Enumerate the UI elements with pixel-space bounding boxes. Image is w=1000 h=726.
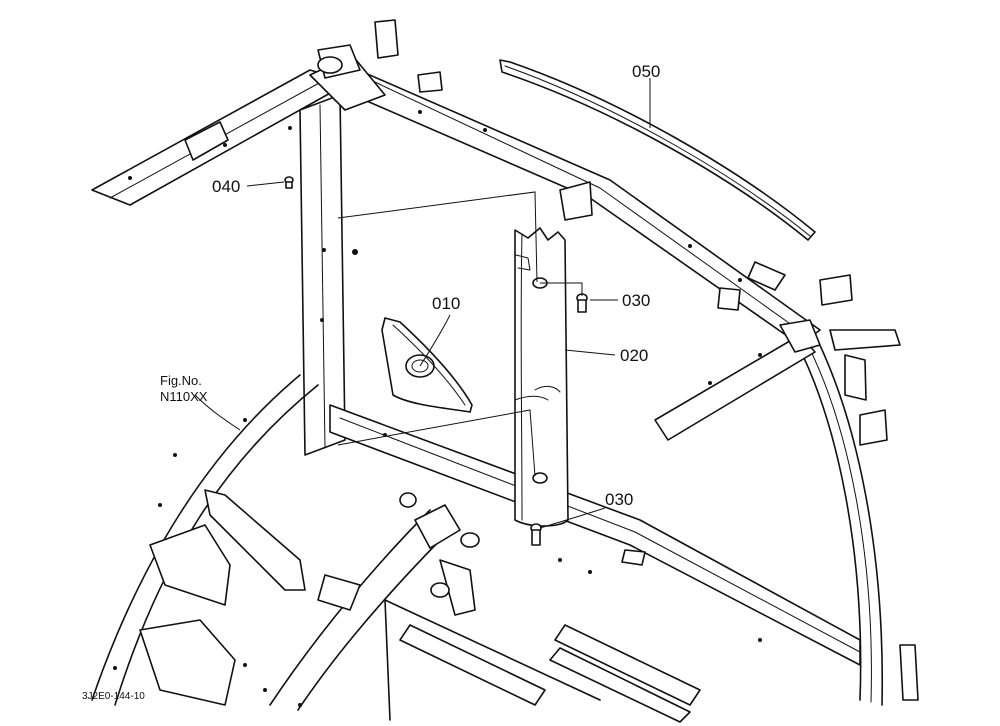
callout-040: 040 — [212, 177, 240, 196]
callout-030-lower: 030 — [605, 490, 633, 509]
part-030-bolt-upper — [576, 293, 588, 313]
part-040-clip — [284, 176, 294, 189]
part-020-pillar-cover — [514, 227, 569, 527]
cab-frame — [91, 19, 919, 723]
drawing-code: 3J2E0-144-10 — [82, 691, 145, 702]
figure-ref-line1: Fig.No. — [160, 373, 202, 388]
leader-lines — [194, 78, 651, 529]
callout-labels: 050 040 010 030 020 030 Fig.No. N110XX 3… — [82, 62, 660, 702]
callout-020: 020 — [620, 346, 648, 365]
part-050-strip — [499, 59, 816, 241]
callout-050: 050 — [632, 62, 660, 81]
callout-010: 010 — [432, 294, 460, 313]
figure-ref-line2: N110XX — [160, 389, 208, 404]
part-030-bolt-lower — [530, 523, 542, 546]
part-010-trim — [381, 317, 473, 413]
callout-030-upper: 030 — [622, 291, 650, 310]
